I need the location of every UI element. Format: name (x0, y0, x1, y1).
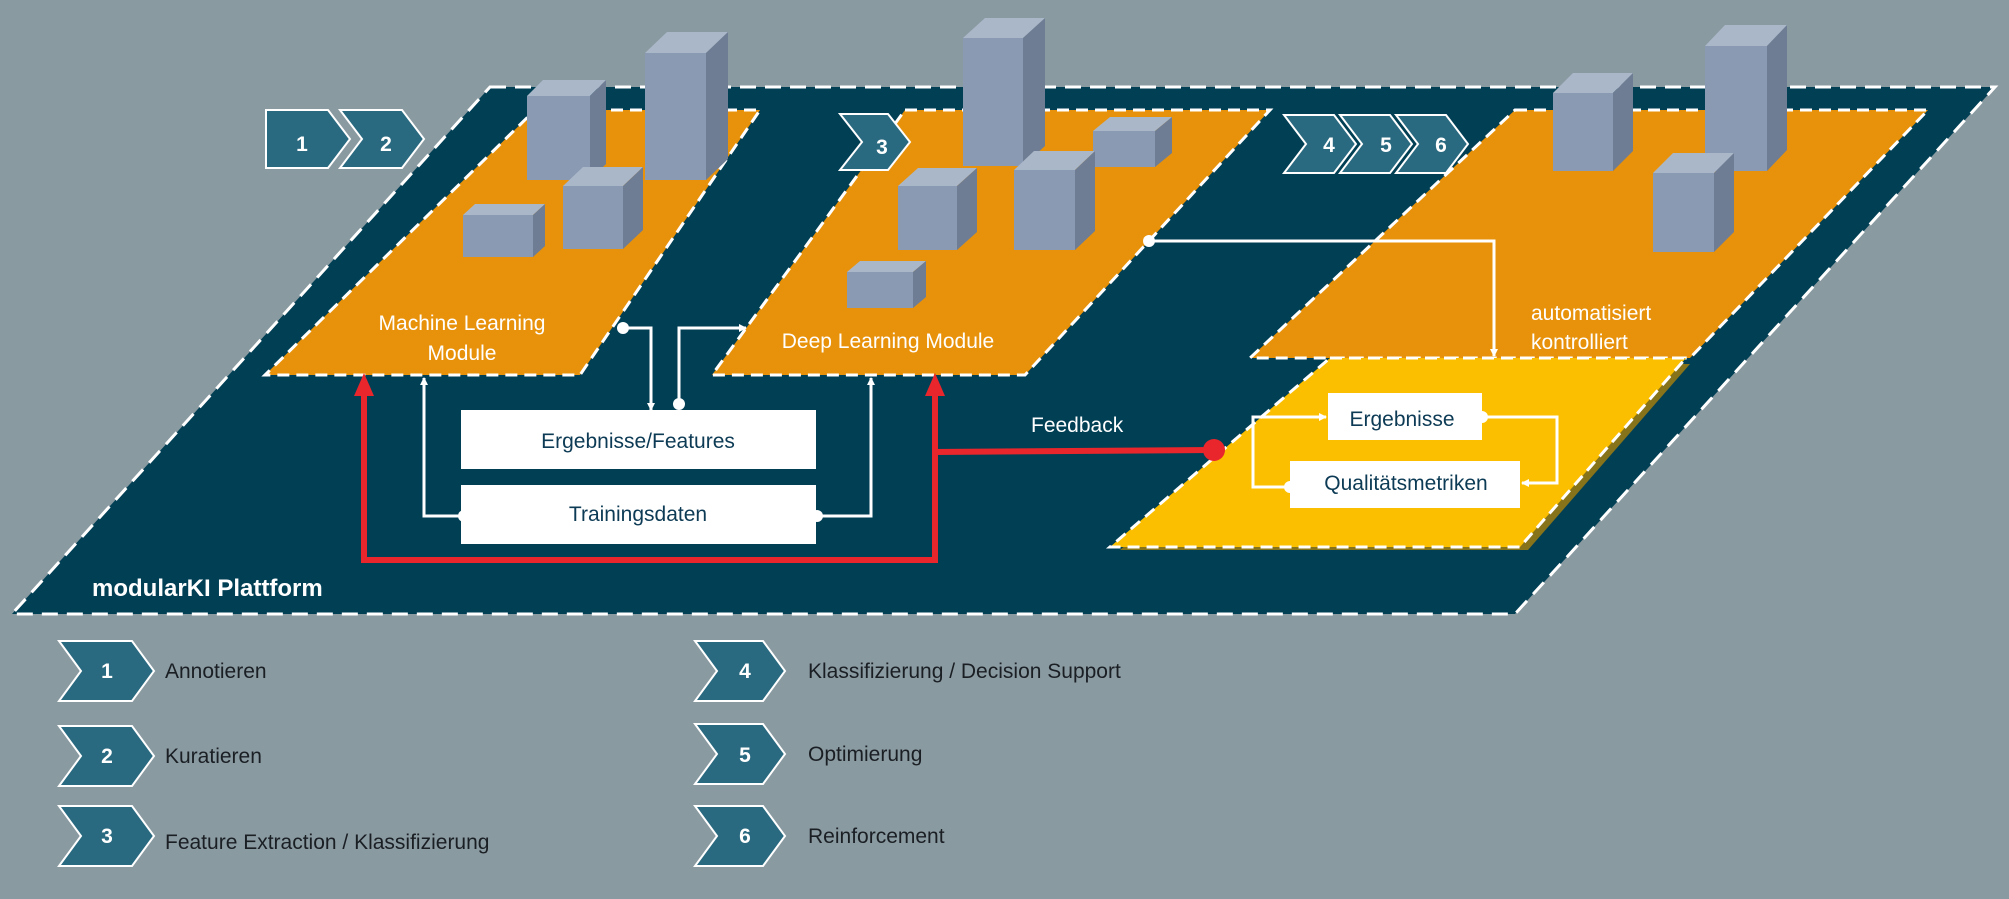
auto-module-label-line1: automatisiert (1531, 302, 1651, 325)
legend-item-5: 5 Optimierung (693, 723, 922, 785)
dl-to-quality-connector (1149, 239, 1498, 357)
ml-to-results-connector (623, 326, 655, 411)
svg-text:3: 3 (876, 136, 888, 159)
legend-item-2: 2 Kuratieren (57, 725, 262, 787)
feedback-arrow-to-dl (925, 373, 945, 396)
svg-text:4: 4 (739, 660, 751, 683)
dl-module-panel (709, 108, 1274, 377)
platform-label: modularKI Plattform (92, 575, 323, 602)
svg-text:2: 2 (101, 745, 113, 768)
svg-text:1: 1 (296, 133, 308, 156)
ml-module-label-line1: Machine Learning (379, 312, 546, 335)
loop-to-ergebnisse-connector (1251, 413, 1327, 489)
legend-item-1: 1 Annotieren (57, 640, 267, 702)
legend-chevron-1 (57, 640, 156, 702)
feedback-source-dot (1203, 439, 1225, 461)
step-chevron-2 (337, 109, 426, 169)
step-markers-1-2: 1 2 (265, 109, 426, 169)
trainingsdaten-box: Trainingsdaten (461, 485, 816, 544)
svg-text:5: 5 (739, 744, 751, 767)
legend-label-6: Reinforcement (808, 825, 945, 848)
quality-zone-panel (1105, 356, 1690, 549)
legend-chevron-5 (693, 723, 787, 785)
qualitaetsmetriken-box: Qualitätsmetriken (1290, 461, 1520, 508)
legend-label-4: Klassifizierung / Decision Support (808, 660, 1121, 683)
feedback-loop (354, 373, 1225, 563)
ergebnisse-box: Ergebnisse (1328, 393, 1482, 440)
ml-cubes (463, 32, 728, 257)
legend-item-6: 6 Reinforcement (693, 805, 945, 867)
svg-text:1: 1 (101, 660, 113, 683)
legend-chevron-3 (57, 805, 156, 867)
results-to-dl-connector (677, 324, 747, 404)
step-chevron-6 (1393, 114, 1470, 174)
dl-module-label: Deep Learning Module (782, 330, 994, 353)
legend-item-4: 4 Klassifizierung / Decision Support (693, 640, 1121, 702)
step-markers-4-6: 4 5 6 (1281, 114, 1470, 174)
legend-chevron-6 (693, 805, 787, 867)
step-chevron-3 (837, 113, 912, 171)
ergebnisse-to-quality-connector (1482, 415, 1559, 487)
trainingsdaten-text: Trainingsdaten (569, 503, 707, 526)
dl-cubes (847, 18, 1172, 308)
legend-label-5: Optimierung (808, 743, 922, 766)
svg-text:4: 4 (1323, 134, 1335, 157)
auto-module-panel (1246, 108, 1932, 360)
ergebnisse-features-box: Ergebnisse/Features (461, 410, 816, 469)
step-chevron-1 (265, 109, 352, 169)
training-to-dl-connector (817, 377, 875, 518)
qualitaetsmetriken-text: Qualitätsmetriken (1324, 472, 1487, 495)
step-chevron-5 (1337, 114, 1414, 174)
ergebnisse-features-text: Ergebnisse/Features (541, 430, 735, 453)
svg-text:2: 2 (380, 133, 392, 156)
svg-text:3: 3 (101, 825, 113, 848)
training-to-ml-connector (420, 377, 464, 518)
legend-label-2: Kuratieren (165, 745, 262, 768)
legend-label-3: Feature Extraction / Klassifizierung (165, 831, 489, 854)
ml-module-label-line2: Module (428, 342, 497, 365)
feedback-label: Feedback (1031, 414, 1124, 437)
legend-chevron-4 (693, 640, 787, 702)
legend: 1 Annotieren 2 Kuratieren 3 Feature Extr… (57, 640, 1121, 867)
step-marker-3: 3 (837, 113, 912, 171)
auto-cubes (1553, 25, 1787, 252)
white-connectors (420, 239, 1559, 518)
svg-text:6: 6 (1435, 134, 1447, 157)
legend-chevron-2 (57, 725, 156, 787)
ergebnisse-text: Ergebnisse (1349, 408, 1454, 431)
legend-item-3: 3 Feature Extraction / Klassifizierung (57, 805, 489, 867)
legend-label-1: Annotieren (165, 660, 267, 683)
feedback-arrow-to-ml (354, 373, 374, 396)
step-chevron-4 (1281, 114, 1358, 174)
auto-module-label-line2: kontrolliert (1531, 331, 1628, 354)
svg-text:6: 6 (739, 825, 751, 848)
svg-text:5: 5 (1380, 134, 1392, 157)
